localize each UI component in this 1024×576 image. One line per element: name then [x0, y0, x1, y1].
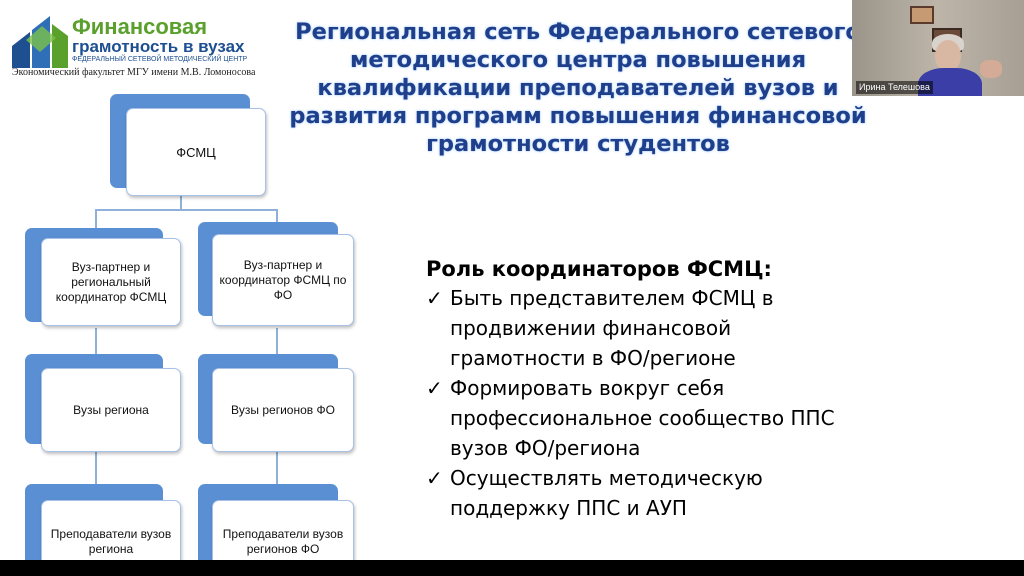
- check-icon: ✓: [426, 376, 443, 400]
- role-item-line: вузов ФО/региона: [450, 436, 641, 460]
- org-node-label: Вуз-партнер и координатор ФСМЦ по ФО: [212, 234, 354, 326]
- logo-subtitle: грамотность в вузах: [72, 37, 245, 56]
- connector-line: [276, 328, 278, 354]
- title-line: развития программ повышения финансовой: [289, 103, 867, 129]
- connector-line: [95, 446, 97, 484]
- participant-video-tile[interactable]: Ирина Телешова: [852, 0, 1024, 96]
- title-line: квалификации преподавателей вузов и: [317, 75, 839, 101]
- presentation-slide: Финансовая грамотность в вузах ФЕДЕРАЛЬН…: [0, 0, 1024, 560]
- role-section: Роль координаторов ФСМЦ: ✓ Быть представ…: [426, 255, 986, 523]
- check-icon: ✓: [426, 466, 443, 490]
- slide-title: Региональная сеть Федерального сетевого …: [268, 18, 888, 158]
- logo-caption: ФЕДЕРАЛЬНЫЙ СЕТЕВОЙ МЕТОДИЧЕСКИЙ ЦЕНТР: [72, 56, 248, 63]
- wall-picture: [910, 6, 934, 24]
- role-item-line: продвижении финансовой: [450, 316, 732, 340]
- title-line: методического центра повышения: [349, 47, 807, 73]
- logo-title: Финансовая: [72, 14, 208, 39]
- title-line: грамотности студентов: [426, 131, 730, 157]
- connector-line: [276, 209, 278, 229]
- role-item: ✓ Быть представителем ФСМЦ в продвижении…: [426, 283, 986, 373]
- org-node-label: ФСМЦ: [126, 108, 266, 196]
- role-item: ✓ Формировать вокруг себя профессиональн…: [426, 373, 986, 463]
- connector-line: [276, 446, 278, 484]
- connector-line: [95, 209, 97, 229]
- role-item-line: Формировать вокруг себя: [450, 376, 725, 400]
- check-icon: ✓: [426, 286, 443, 310]
- role-item-line: Быть представителем ФСМЦ в: [450, 286, 774, 310]
- role-item-line: поддержку ППС и АУП: [450, 496, 687, 520]
- org-node-label: Вуз-партнер и региональный координатор Ф…: [41, 238, 181, 326]
- logo: Финансовая грамотность в вузах ФЕДЕРАЛЬН…: [8, 14, 258, 84]
- org-node-label: Преподаватели вузов региона: [41, 500, 181, 560]
- role-item-line: Осуществлять методическую: [450, 466, 763, 490]
- title-line: Региональная сеть Федерального сетевого: [295, 19, 861, 45]
- bottom-bar: [0, 560, 1024, 576]
- role-item: ✓ Осуществлять методическую поддержку ПП…: [426, 463, 986, 523]
- connector-line: [95, 328, 97, 354]
- org-node-label: Вузы регионов ФО: [212, 368, 354, 452]
- logo-emblem-icon: [12, 16, 68, 68]
- connector-line: [95, 209, 277, 211]
- connector-line: [180, 196, 182, 210]
- role-title: Роль координаторов ФСМЦ:: [426, 257, 772, 281]
- org-node-label: Преподаватели вузов регионов ФО: [212, 500, 354, 560]
- participant-name-label: Ирина Телешова: [856, 81, 933, 94]
- participant-hand: [980, 60, 1002, 78]
- logo-faculty: Экономический факультет МГУ имени М.В. Л…: [12, 67, 256, 78]
- org-node-label: Вузы региона: [41, 368, 181, 452]
- role-item-line: профессиональное сообщество ППС: [450, 406, 835, 430]
- role-item-line: грамотности в ФО/регионе: [450, 346, 736, 370]
- participant-face: [935, 40, 961, 72]
